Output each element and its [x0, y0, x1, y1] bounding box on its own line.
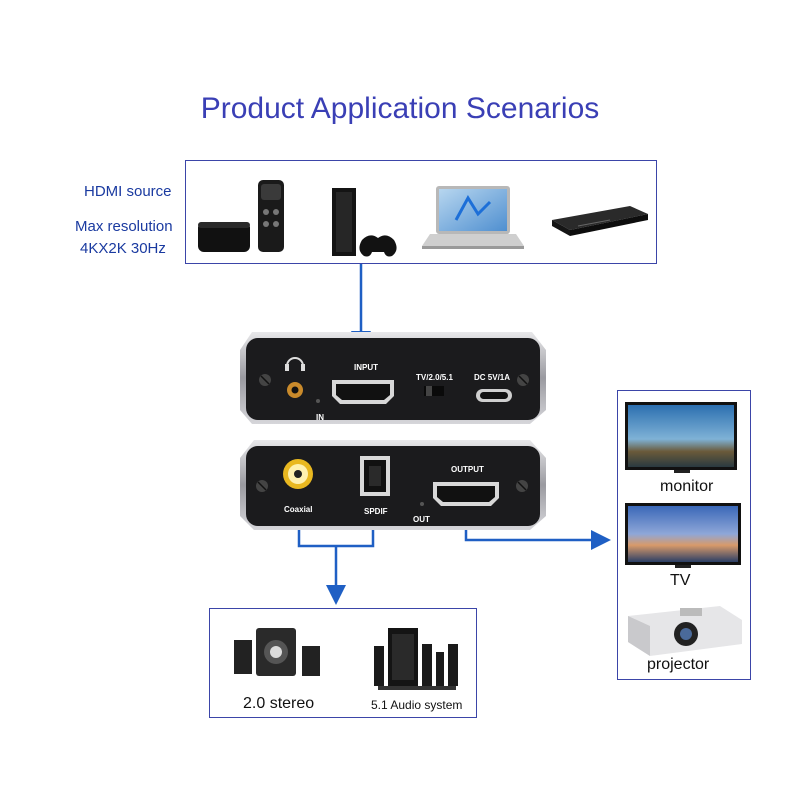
surround-label: 5.1 Audio system — [371, 698, 463, 712]
spdif-label: SPDIF — [364, 507, 388, 516]
dc-label: DC 5V/1A — [474, 373, 510, 382]
output-label: OUTPUT — [451, 465, 484, 474]
input-label: INPUT — [354, 363, 378, 372]
dvd-player-icon — [552, 206, 648, 236]
monitor-icon — [625, 402, 737, 473]
stereo-label: 2.0 stereo — [243, 695, 315, 712]
tv-icon — [625, 503, 741, 568]
arrow-audio-to-speakers — [297, 520, 375, 605]
apple-tv-icon — [198, 180, 284, 252]
resolution-value-label: 4KX2K 30Hz — [80, 240, 166, 257]
tv-label: TV — [670, 572, 691, 589]
projector-icon — [628, 606, 742, 656]
front-panel: IN INPUT TV/2.0/5.1 DC 5V/1A — [240, 332, 546, 424]
page-title: Product Application Scenarios — [200, 92, 600, 125]
out-label: OUT — [413, 515, 430, 524]
stereo-speakers-icon — [234, 628, 320, 676]
laptop-icon — [422, 186, 524, 249]
surround-system-icon — [374, 628, 458, 690]
projector-label: projector — [647, 656, 710, 673]
max-resolution-label: Max resolution — [75, 218, 173, 235]
headphone-icon — [285, 357, 305, 371]
audio-devices-box — [209, 608, 477, 718]
switch-label: TV/2.0/5.1 — [416, 373, 453, 382]
back-panel: Coaxial SPDIF OUT OUTPUT — [240, 440, 546, 530]
coaxial-label: Coaxial — [284, 505, 312, 514]
game-console-icon — [332, 188, 397, 257]
hdmi-source-label: HDMI source — [84, 183, 172, 200]
in-label: IN — [316, 413, 324, 422]
monitor-label: monitor — [660, 478, 714, 495]
